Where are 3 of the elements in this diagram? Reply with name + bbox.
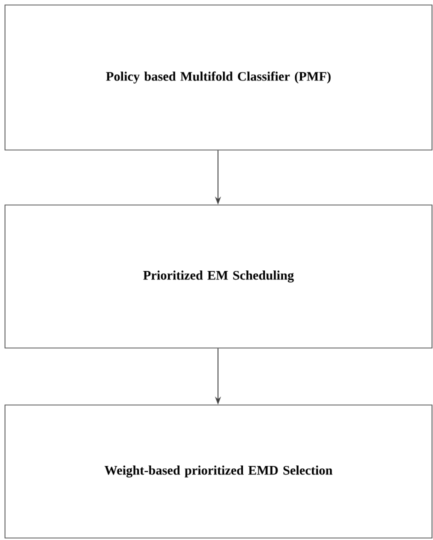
process-box: Weight-based prioritized EMD Selection	[4, 404, 432, 538]
process-box: Prioritized EM Scheduling	[4, 204, 432, 348]
process-box: Policy based Multifold Classifier (PMF)	[4, 4, 432, 150]
